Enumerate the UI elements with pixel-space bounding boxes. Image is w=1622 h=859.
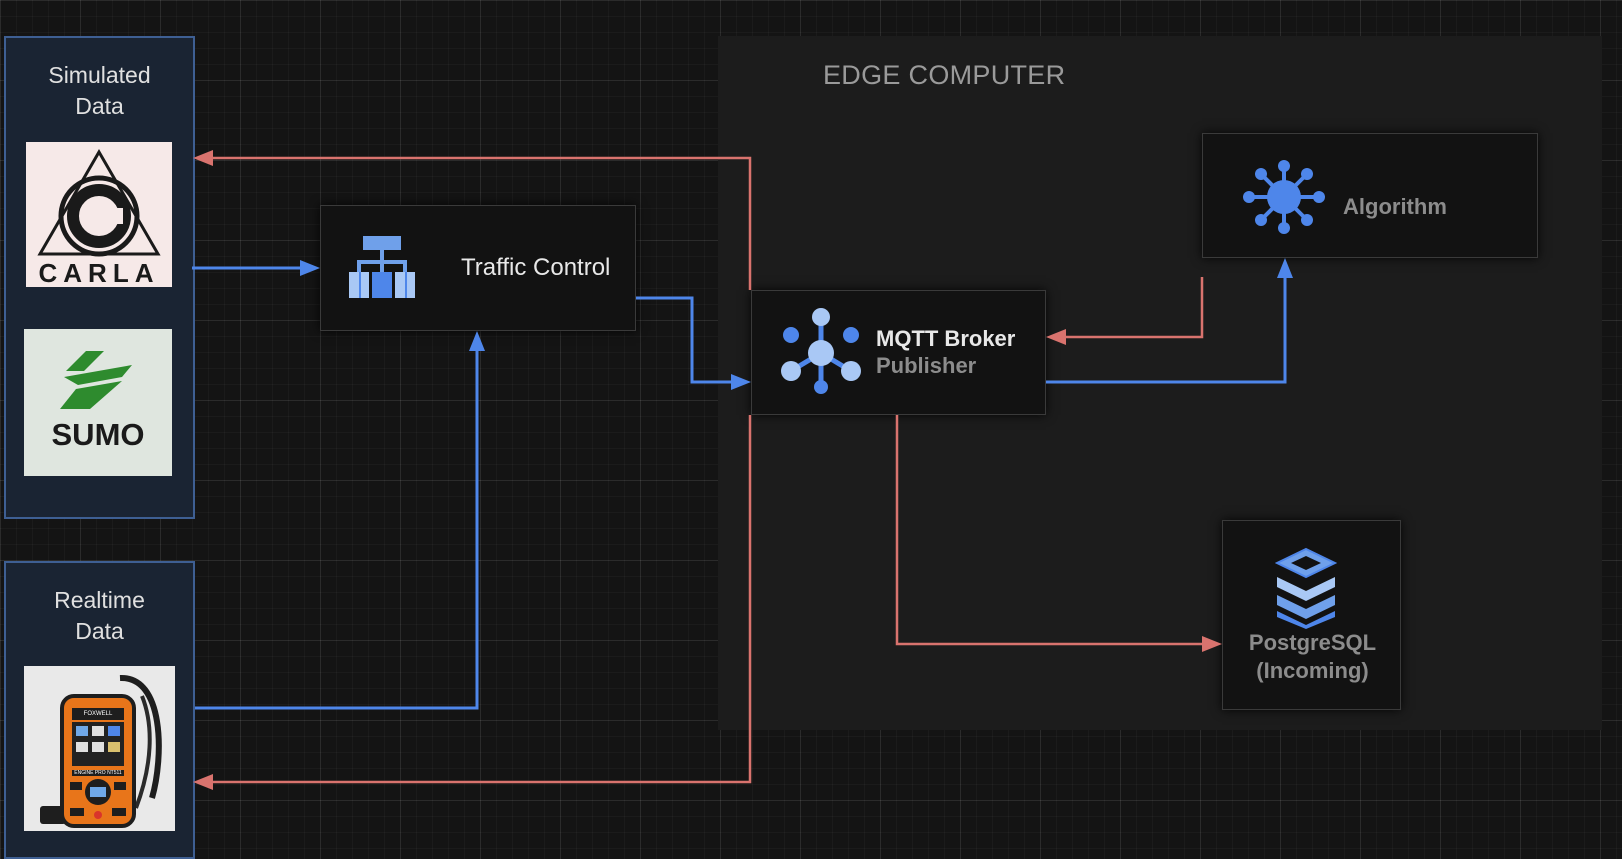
postgresql-label: PostgreSQL (Incoming) [1248, 630, 1377, 683]
obd-device-model: ENGINE PRO NT511 [74, 770, 122, 776]
postgresql-node[interactable]: PostgreSQL (Incoming) [1222, 520, 1401, 710]
realtime-data-title: Realtime Data [54, 587, 145, 644]
edge-mqtt-to-realtime [203, 415, 752, 784]
edge-computer-title: EDGE COMPUTER [823, 60, 1066, 90]
algorithm-label: Algorithm [1343, 194, 1447, 219]
sumo-logo[interactable]: SUMO [24, 329, 172, 476]
simulated-data-title: Simulated Data [48, 62, 151, 119]
algorithm-node[interactable]: Algorithm [1202, 133, 1538, 258]
carla-logo[interactable]: CARLA [26, 142, 172, 287]
carla-emblem-icon [37, 149, 161, 257]
arrowhead-simulated-in [193, 150, 213, 166]
obd-device-brand: FOXWELL [83, 711, 113, 717]
database-stack-icon [1275, 547, 1337, 629]
traffic-control-node[interactable]: Traffic Control [320, 205, 636, 331]
network-hub-icon [781, 308, 861, 394]
arrowhead-realtime-in [193, 774, 213, 790]
arrowhead-traffic-in-left [300, 260, 320, 276]
sumo-logo-text: SUMO [51, 417, 145, 452]
neural-network-icon [1243, 160, 1325, 234]
traffic-control-label: Traffic Control [461, 254, 611, 281]
mqtt-broker-subtitle: Publisher [876, 353, 977, 378]
edge-realtime-to-traffic [195, 345, 479, 710]
obd-scanner-image[interactable]: FOXWELL ENGINE PRO NT511 [24, 666, 175, 831]
sumo-emblem-icon [60, 351, 132, 409]
org-hierarchy-icon [349, 236, 415, 298]
mqtt-broker-title: MQTT Broker [876, 326, 1016, 351]
arrowhead-traffic-in-bottom [469, 331, 485, 351]
mqtt-broker-node[interactable]: MQTT Broker Publisher [751, 290, 1046, 415]
obd-scanner-icon [40, 674, 162, 828]
carla-logo-text: CARLA [38, 258, 160, 287]
